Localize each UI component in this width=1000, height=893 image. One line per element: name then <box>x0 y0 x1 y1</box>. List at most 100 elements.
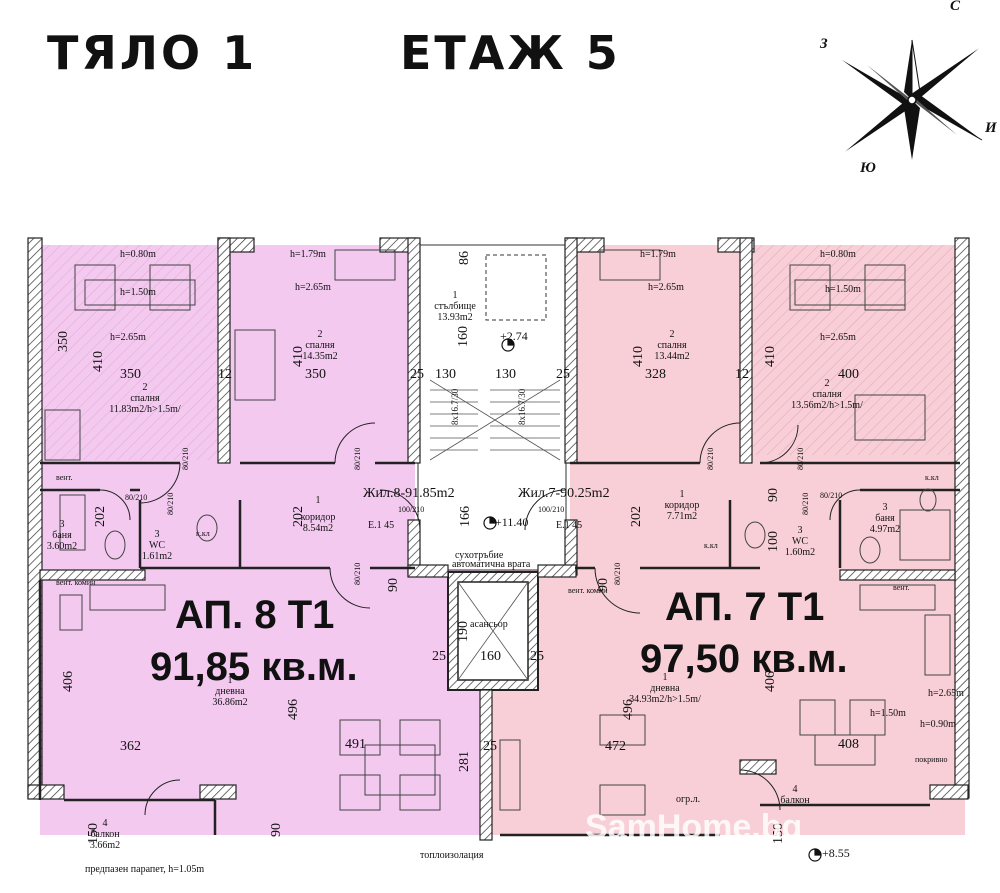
svg-text:202: 202 <box>291 506 306 527</box>
svg-text:3: 3 <box>60 519 65 530</box>
svg-text:вент. комин: вент. комин <box>56 578 96 587</box>
svg-text:8x16.7/30: 8x16.7/30 <box>450 388 460 425</box>
compass-rose <box>842 39 983 160</box>
svg-text:автоматична врата: автоматична врата <box>452 559 531 570</box>
svg-text:150: 150 <box>86 823 101 844</box>
svg-text:80/210: 80/210 <box>820 491 842 500</box>
svg-text:сухотръбие: сухотръбие <box>455 550 504 561</box>
svg-text:8.54m2: 8.54m2 <box>303 523 333 534</box>
svg-text:баня: баня <box>875 513 895 524</box>
svg-text:350: 350 <box>56 331 71 352</box>
svg-text:огр.л.: огр.л. <box>676 794 700 805</box>
svg-text:14.35m2: 14.35m2 <box>302 351 337 362</box>
svg-text:13.93m2: 13.93m2 <box>437 312 472 323</box>
svg-text:h=1.50m: h=1.50m <box>825 284 861 295</box>
svg-text:496: 496 <box>286 699 301 720</box>
svg-text:25: 25 <box>483 739 497 754</box>
svg-text:400: 400 <box>838 367 859 382</box>
svg-text:+11.40: +11.40 <box>495 515 528 529</box>
svg-text:4: 4 <box>103 818 108 829</box>
svg-text:h=2.65m: h=2.65m <box>820 332 856 343</box>
svg-text:350: 350 <box>120 367 141 382</box>
svg-text:410: 410 <box>631 346 646 367</box>
svg-text:спалня: спалня <box>130 393 160 404</box>
svg-text:36.86m2: 36.86m2 <box>212 697 247 708</box>
svg-text:коридор: коридор <box>301 512 336 523</box>
apt8-area-total: 91,85 кв.м. <box>150 645 358 689</box>
apt8-title: АП. 8 Т1 <box>175 593 334 637</box>
svg-text:406: 406 <box>763 671 778 692</box>
svg-text:h=2.65m: h=2.65m <box>648 282 684 293</box>
svg-text:WC: WC <box>149 540 165 551</box>
svg-text:25: 25 <box>530 649 544 664</box>
apt7-net-area: Жил.7-90.25m2 <box>518 486 610 501</box>
svg-text:h=1.50m: h=1.50m <box>120 287 156 298</box>
svg-text:h=0.90m: h=0.90m <box>920 719 956 730</box>
svg-text:34.93m2/h>1.5m/: 34.93m2/h>1.5m/ <box>629 694 701 705</box>
svg-text:E.1 45: E.1 45 <box>368 520 394 531</box>
svg-text:100: 100 <box>766 531 781 552</box>
svg-text:h=0.80m: h=0.80m <box>120 249 156 260</box>
svg-text:166: 166 <box>458 506 473 527</box>
svg-text:2: 2 <box>670 329 675 340</box>
svg-text:80/210: 80/210 <box>613 563 622 585</box>
svg-text:410: 410 <box>91 351 106 372</box>
svg-text:3.66m2: 3.66m2 <box>90 840 120 851</box>
svg-text:80/210: 80/210 <box>181 448 190 470</box>
svg-text:80/210: 80/210 <box>166 493 175 515</box>
svg-text:коридор: коридор <box>665 500 700 511</box>
svg-text:предпазен парапет, h=1.05m: предпазен парапет, h=1.05m <box>85 864 204 875</box>
svg-text:1: 1 <box>453 290 458 301</box>
svg-text:12: 12 <box>218 367 232 382</box>
svg-text:дневна: дневна <box>215 686 245 697</box>
svg-text:190: 190 <box>456 621 471 642</box>
svg-text:асансьор: асансьор <box>470 619 508 630</box>
svg-text:80/210: 80/210 <box>353 563 362 585</box>
compass-west: З <box>819 36 828 52</box>
walls <box>27 237 970 841</box>
svg-text:150: 150 <box>771 823 786 844</box>
svg-text:100/210: 100/210 <box>538 505 564 514</box>
svg-text:100/210: 100/210 <box>398 505 424 514</box>
svg-text:25: 25 <box>410 367 424 382</box>
apt8-net-area: Жил.8-91.85m2 <box>363 486 455 501</box>
svg-text:спалня: спалня <box>305 340 335 351</box>
svg-text:к.кл: к.кл <box>925 473 939 482</box>
compass-south: Ю <box>859 160 876 176</box>
svg-text:2: 2 <box>318 329 323 340</box>
apt7-area-total: 97,50 кв.м. <box>640 637 848 681</box>
svg-text:410: 410 <box>291 346 306 367</box>
svg-text:h=1.50m: h=1.50m <box>870 708 906 719</box>
svg-text:1: 1 <box>228 675 233 686</box>
svg-text:3: 3 <box>883 502 888 513</box>
compass-north: С <box>950 0 961 14</box>
svg-text:3: 3 <box>155 529 160 540</box>
svg-text:1: 1 <box>680 489 685 500</box>
svg-text:328: 328 <box>645 367 666 382</box>
svg-text:1.61m2: 1.61m2 <box>142 551 172 562</box>
room-labels: 2 спалня 11.83m2/h>1.5m/ 2 спалня 14.35m… <box>47 290 900 851</box>
svg-text:топлоизолация: топлоизолация <box>420 850 484 861</box>
svg-text:3.60m2: 3.60m2 <box>47 541 77 552</box>
svg-text:E.1 45: E.1 45 <box>556 520 582 531</box>
svg-text:2: 2 <box>825 378 830 389</box>
svg-text:13.56m2/h>1.5m/: 13.56m2/h>1.5m/ <box>791 400 863 411</box>
svg-text:WC: WC <box>792 536 808 547</box>
svg-text:стълбище: стълбище <box>434 301 476 312</box>
svg-text:80/210: 80/210 <box>706 448 715 470</box>
svg-text:h=2.65m: h=2.65m <box>295 282 331 293</box>
svg-text:h=1.79m: h=1.79m <box>640 249 676 260</box>
svg-text:12: 12 <box>735 367 749 382</box>
svg-text:вент.: вент. <box>56 473 72 482</box>
compass-east: И <box>984 120 998 136</box>
svg-text:к.кл: к.кл <box>196 529 210 538</box>
svg-text:1: 1 <box>316 495 321 506</box>
svg-text:13.44m2: 13.44m2 <box>654 351 689 362</box>
svg-text:4: 4 <box>793 784 798 795</box>
svg-text:h=0.80m: h=0.80m <box>820 249 856 260</box>
svg-text:h=2.65m: h=2.65m <box>928 688 964 699</box>
svg-text:1.60m2: 1.60m2 <box>785 547 815 558</box>
svg-text:90: 90 <box>386 578 401 592</box>
svg-text:80/210: 80/210 <box>801 493 810 515</box>
